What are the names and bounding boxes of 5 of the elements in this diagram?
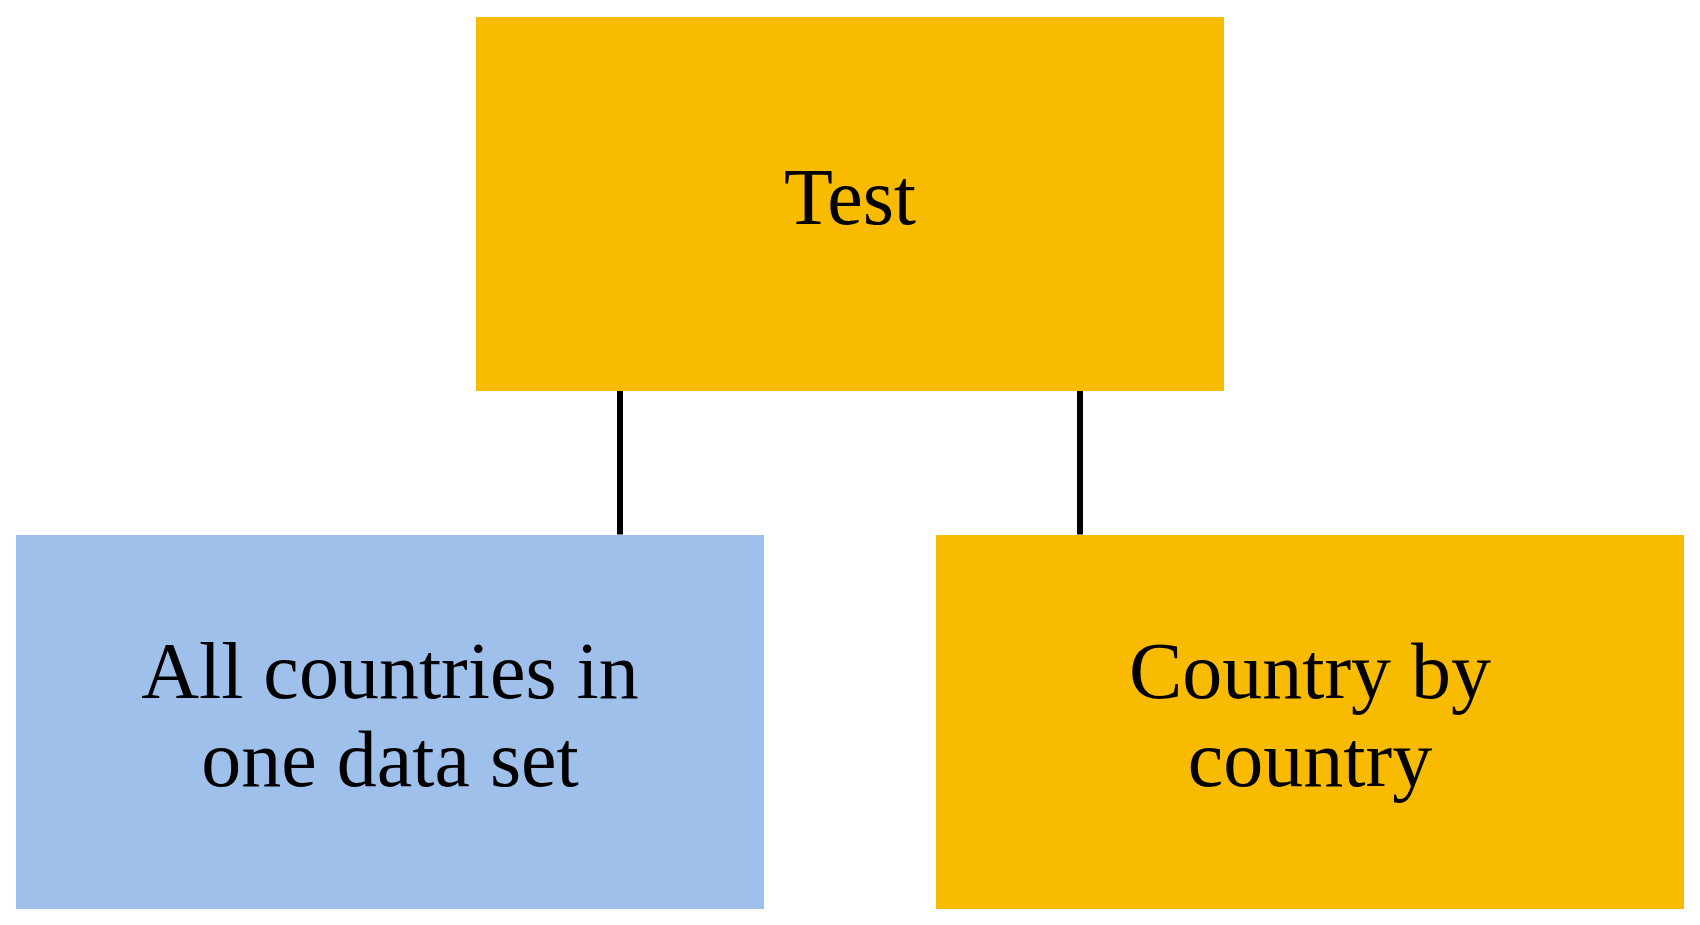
node-box: Test <box>476 16 1224 391</box>
node-box: All countries in one data set <box>16 534 764 909</box>
connector <box>617 390 623 534</box>
node-box: Country by country <box>936 534 1684 909</box>
connector <box>1077 390 1083 534</box>
